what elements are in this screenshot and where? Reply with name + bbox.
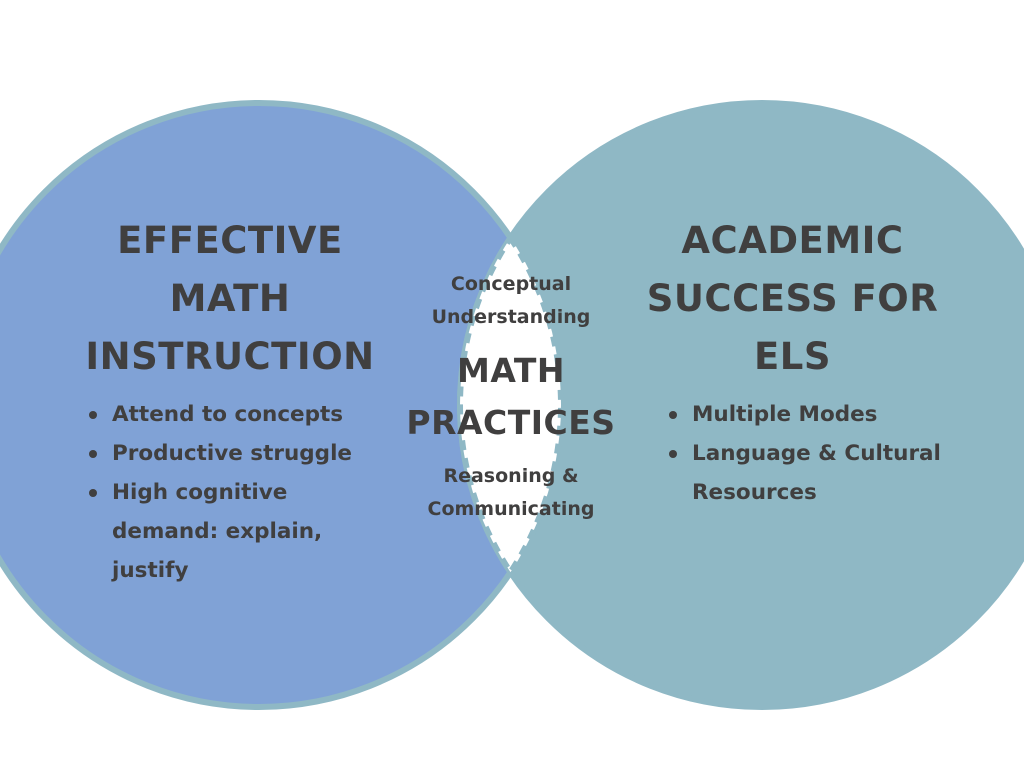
left-title: EFFECTIVE MATH INSTRUCTION [70, 212, 390, 386]
right-title-line: ELS [754, 335, 831, 378]
intersection-top-line: Understanding [431, 306, 591, 328]
left-title-line: INSTRUCTION [85, 335, 375, 378]
left-title-line: EFFECTIVE [117, 219, 343, 262]
intersection-title-line: PRACTICES [406, 403, 616, 442]
right-title: ACADEMIC SUCCESS FOR ELS [630, 212, 955, 386]
right-bullet-list: Multiple Modes Language & Cultural Resou… [666, 395, 966, 512]
intersection-title-line: MATH [457, 351, 565, 390]
list-item: Language & Cultural Resources [666, 434, 962, 512]
left-title-line: MATH [169, 277, 291, 320]
right-title-line: SUCCESS FOR [646, 277, 939, 320]
intersection-title: MATH PRACTICES [400, 345, 622, 449]
list-item: Attend to concepts [86, 395, 386, 434]
intersection-bottom-text: Reasoning & Communicating [410, 460, 612, 526]
left-bullet-list: Attend to concepts Productive struggle H… [86, 395, 386, 590]
intersection-bottom-line: Communicating [427, 498, 595, 520]
list-item: Multiple Modes [666, 395, 966, 434]
intersection-top-text: Conceptual Understanding [410, 268, 612, 334]
intersection-bottom-line: Reasoning & [443, 465, 579, 487]
right-title-line: ACADEMIC [681, 219, 904, 262]
list-item: Productive struggle [86, 434, 386, 473]
intersection-dashed-border [457, 232, 564, 578]
list-item: High cognitive demand: explain, justify [86, 473, 352, 590]
intersection-top-line: Conceptual [450, 273, 572, 295]
